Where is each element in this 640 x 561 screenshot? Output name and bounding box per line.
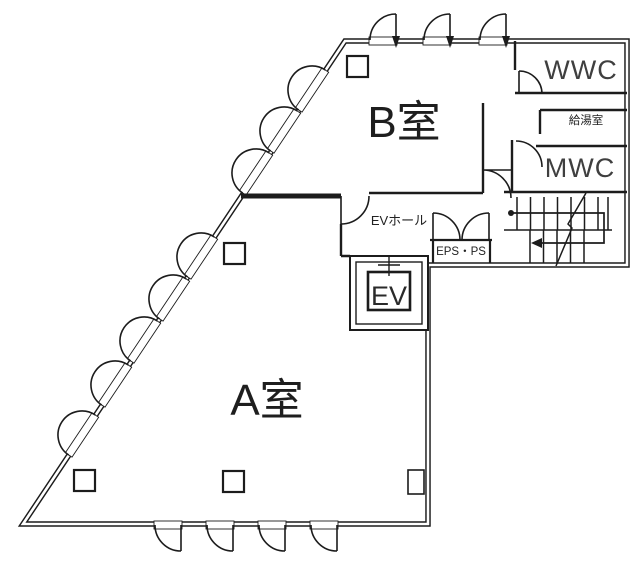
stair-treads-lower <box>529 230 585 263</box>
outer-walls <box>17 38 630 527</box>
bottom-door-swings <box>154 524 338 552</box>
window-swing <box>287 65 326 111</box>
elevator-label: EV <box>371 281 407 311</box>
door-swing <box>310 524 338 552</box>
column <box>222 241 247 266</box>
door-hinge-mark <box>446 36 454 48</box>
column <box>221 469 246 494</box>
column <box>345 54 370 79</box>
window-swing <box>259 106 298 152</box>
column <box>72 468 97 493</box>
ev-hall-left-wall <box>339 224 350 258</box>
door-sill <box>257 520 287 530</box>
door-sill <box>309 520 339 530</box>
door-hinge-mark <box>502 36 510 48</box>
door-swing <box>369 13 397 41</box>
room-a-label: A室 <box>230 376 303 425</box>
door-swing <box>479 13 507 41</box>
eps-closet <box>430 212 492 263</box>
door-swing <box>206 524 234 552</box>
window-swing <box>231 148 270 194</box>
elevator-shaft <box>349 255 429 331</box>
door-swing <box>423 13 451 41</box>
interior-walls <box>241 41 627 258</box>
ev-hall-label: EVホール <box>371 213 427 228</box>
door-swing <box>154 524 182 552</box>
stair-direction-line <box>511 212 605 244</box>
door-sill <box>153 520 183 530</box>
elevator-door-mark <box>378 256 400 276</box>
columns <box>72 54 425 495</box>
outer-wall-outline <box>17 38 630 527</box>
stair-direction-arrowhead <box>531 238 542 248</box>
kyutoshitsu-label: 給湯室 <box>569 113 604 127</box>
mwc-door-swing <box>515 140 543 168</box>
stair-break-line <box>555 192 587 267</box>
eps-door-right-swing <box>461 212 490 241</box>
wwc-door-swing <box>518 70 543 95</box>
door-hinge-mark <box>392 36 400 48</box>
eps-ps-label: EPS・PS <box>436 246 486 258</box>
door-sill <box>205 520 235 530</box>
top-door-swings <box>369 13 510 48</box>
window-swing <box>90 360 129 406</box>
door-swing <box>258 524 286 552</box>
eps-door-left-swing <box>432 212 461 241</box>
interior-door-swings <box>340 70 543 225</box>
window-swing <box>119 316 158 362</box>
window-swing <box>57 410 96 456</box>
mwc-label: MWC <box>545 153 615 183</box>
wwc-label: WWC <box>544 55 617 85</box>
stair-direction-start-dot <box>508 210 514 216</box>
window-swing <box>148 274 187 320</box>
door-sills <box>64 36 508 530</box>
stair-hall-door-swing <box>482 169 512 199</box>
wall-column-notch <box>407 469 425 495</box>
stairs <box>504 192 612 267</box>
room-labels: B室 A室 WWC 給湯室 MWC EVホール EV EPS・PS <box>230 55 617 425</box>
diagonal-window-swings <box>57 65 326 456</box>
window-swing <box>176 232 215 278</box>
ev-hall-door-swing <box>340 195 370 225</box>
room-b-label: B室 <box>367 98 440 147</box>
